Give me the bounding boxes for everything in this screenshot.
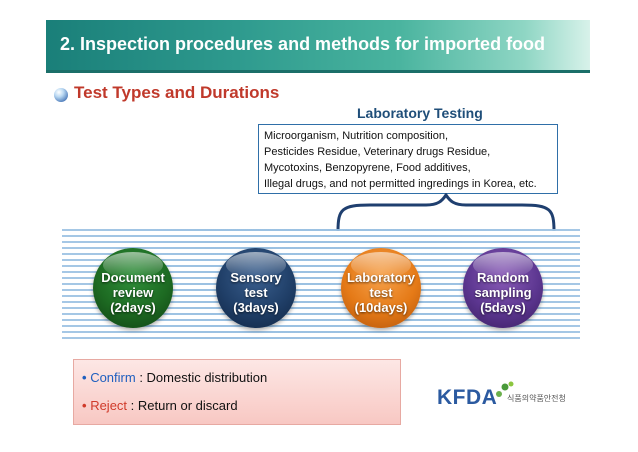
test-label: Laboratory test (10days): [341, 270, 421, 315]
circle-gloss: [103, 252, 163, 278]
test-label-line: Sensory: [230, 270, 282, 285]
test-circle-sensory-test: Sensory test (3days): [216, 248, 296, 328]
lab-testing-line: Illegal drugs, and not permitted ingredi…: [264, 178, 537, 190]
bullet-icon: •: [82, 370, 87, 385]
reject-description: : Return or discard: [127, 398, 238, 413]
section-heading: Test Types and Durations: [74, 83, 280, 102]
confirm-description: : Domestic distribution: [135, 370, 268, 385]
reject-line: • Reject : Return or discard: [82, 398, 238, 413]
test-label: Document review (2days): [93, 270, 173, 315]
title-bar: 2. Inspection procedures and methods for…: [46, 20, 590, 70]
test-label-line: review: [112, 285, 154, 300]
lab-testing-line: Mycotoxins, Benzopyrene, Food additives,: [264, 162, 471, 174]
test-duration: (5days): [480, 300, 526, 315]
bullet-icon: •: [82, 398, 87, 413]
lab-testing-line: Pesticides Residue, Veterinary drugs Res…: [264, 146, 491, 158]
curly-brace-icon: [336, 193, 556, 232]
kfda-korean-name: 식품의약품안전청: [507, 394, 566, 403]
test-label-line: Laboratory: [347, 270, 415, 285]
lab-testing-box: Microorganism, Nutrition composition, Pe…: [258, 124, 558, 194]
test-label-line: test: [369, 285, 393, 300]
test-circle-random-sampling: Random sampling (5days): [463, 248, 543, 328]
test-label-line: test: [244, 285, 268, 300]
kfda-logo-text: KFDA: [437, 386, 498, 409]
test-duration: (3days): [233, 300, 279, 315]
test-label: Random sampling (5days): [463, 270, 543, 315]
test-circle-document-review: Document review (2days): [93, 248, 173, 328]
confirm-line: • Confirm : Domestic distribution: [82, 370, 267, 385]
title-underline: [46, 70, 590, 73]
confirm-term: Confirm: [90, 370, 136, 385]
kfda-logo: KFDA 식품의약품안전청: [437, 380, 587, 416]
test-label-line: Document: [101, 270, 165, 285]
lab-testing-title: Laboratory Testing: [357, 105, 483, 121]
test-duration: (10days): [354, 300, 408, 315]
lab-testing-line: Microorganism, Nutrition composition,: [264, 130, 449, 142]
test-label-line: Random: [477, 270, 529, 285]
reject-term: Reject: [90, 398, 128, 413]
circle-gloss: [226, 252, 286, 278]
test-circle-laboratory-test: Laboratory test (10days): [341, 248, 421, 328]
circle-gloss: [351, 252, 411, 278]
test-label: Sensory test (3days): [216, 270, 296, 315]
page-title: 2. Inspection procedures and methods for…: [60, 34, 546, 54]
logo-dots-icon: [496, 381, 514, 397]
bullet-sphere-icon: [54, 88, 68, 102]
circle-gloss: [473, 252, 533, 278]
test-duration: (2days): [110, 300, 156, 315]
test-label-line: sampling: [474, 285, 532, 300]
result-box: • Confirm : Domestic distribution • Reje…: [73, 359, 401, 425]
